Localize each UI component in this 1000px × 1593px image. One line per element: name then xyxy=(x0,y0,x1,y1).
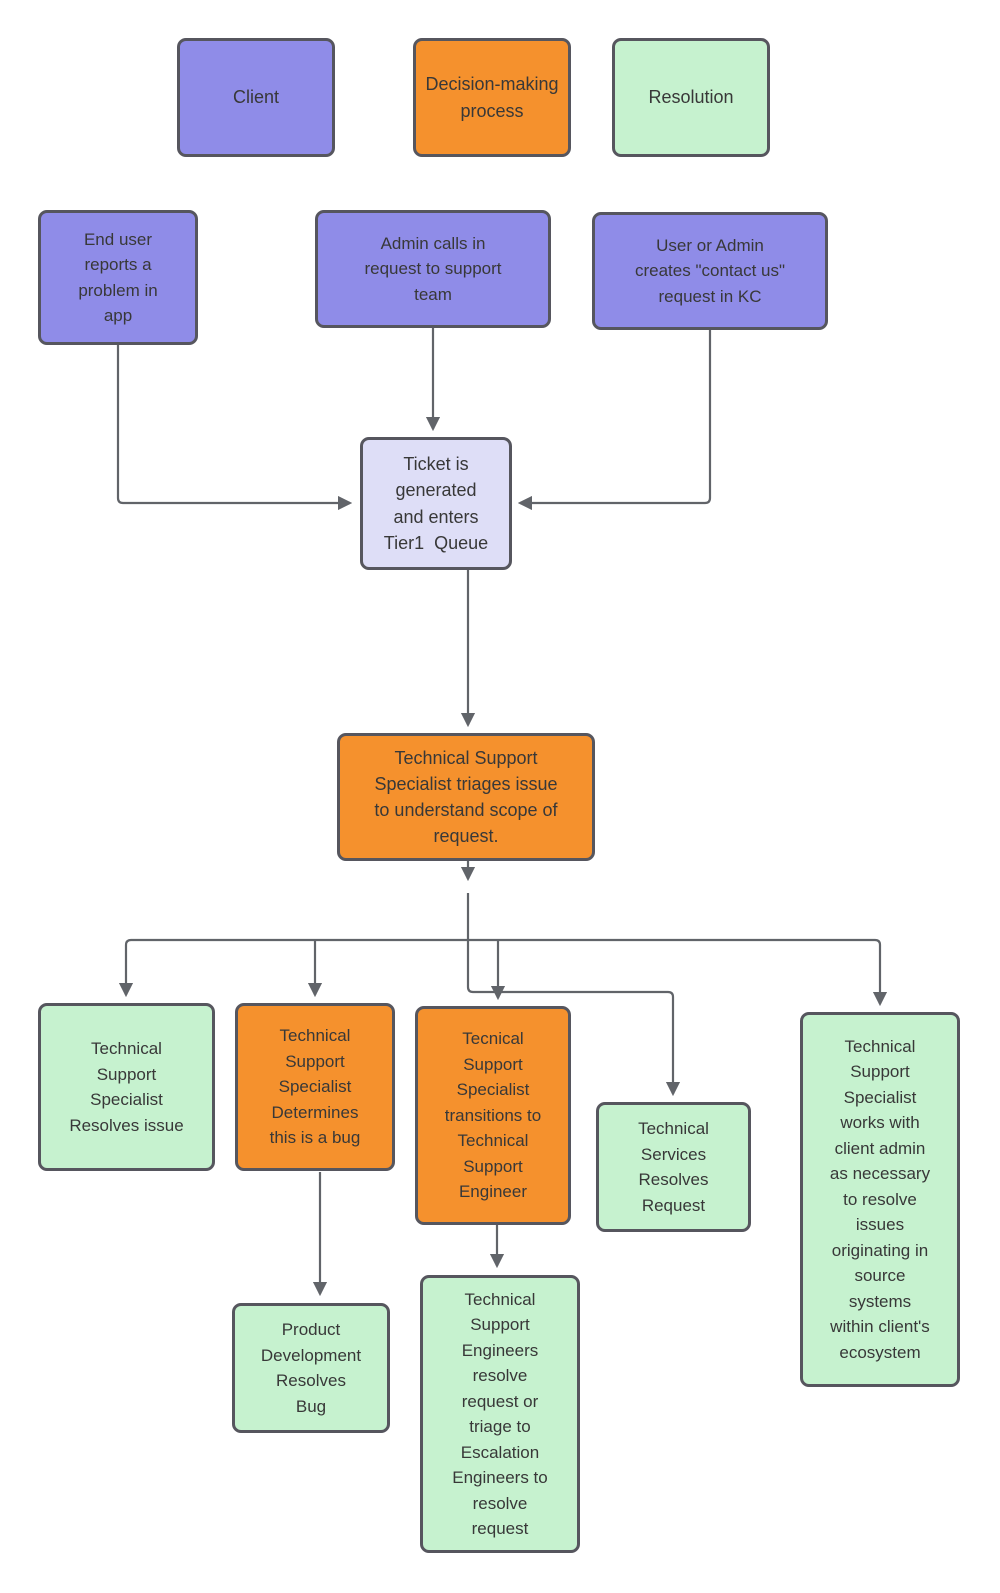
node-user-admin-contact-us: User or Admin creates "contact us" reque… xyxy=(592,212,828,330)
node-tss-transitions: Tecnical Support Specialist transitions … xyxy=(415,1006,571,1225)
node-tss-resolves-issue: Technical Support Specialist Resolves is… xyxy=(38,1003,215,1171)
node-tech-services-resolves: Technical Services Resolves Request xyxy=(596,1102,751,1232)
connector-useradmin-to-ticket xyxy=(517,330,712,511)
legend-client-box: Client xyxy=(177,38,335,157)
node-tss-works-with-client-admin: Technical Support Specialist works with … xyxy=(800,1012,960,1387)
legend-resolution-box: Resolution xyxy=(612,38,770,157)
legend-decision-box: Decision-making process xyxy=(413,38,571,157)
node-end-user-reports: End user reports a problem in app xyxy=(38,210,198,345)
node-triage: Technical Support Specialist triages iss… xyxy=(337,733,595,861)
connector-bus-to-tech-services xyxy=(466,940,681,1097)
connector-enduser-to-ticket xyxy=(116,345,353,511)
node-tse-resolve-request: Technical Support Engineers resolve requ… xyxy=(420,1275,580,1553)
node-product-dev-resolves-bug: Product Development Resolves Bug xyxy=(232,1303,390,1433)
node-tss-determines-bug: Technical Support Specialist Determines … xyxy=(235,1003,395,1171)
node-ticket-generated: Ticket is generated and enters Tier1 Que… xyxy=(360,437,512,570)
connector-bus-left-to-tss-resolves xyxy=(118,938,468,998)
node-admin-calls: Admin calls in request to support team xyxy=(315,210,551,328)
connector-bus-right-to-tss-client-admin xyxy=(468,938,888,1007)
